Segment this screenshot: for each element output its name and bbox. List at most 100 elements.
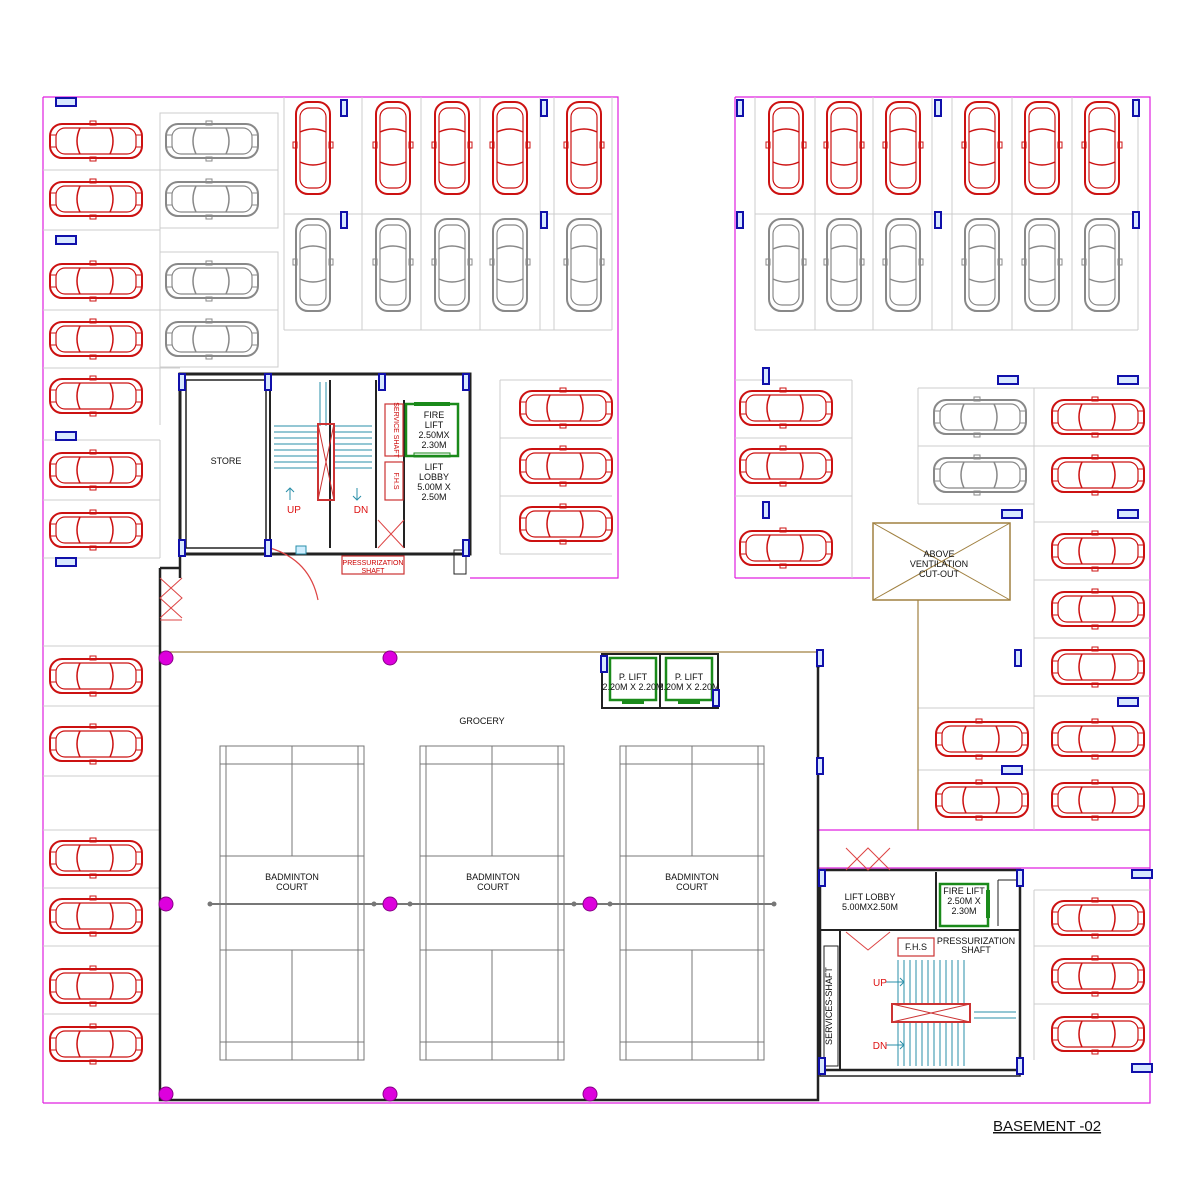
core-right	[818, 847, 1022, 1077]
vent-label-1: ABOVE	[923, 549, 954, 559]
p-lift-b-l2: 2.20M X 2.20M	[658, 682, 719, 692]
parked-car-7	[49, 509, 143, 551]
court-2-l1: BADMINTON	[466, 872, 520, 882]
parked-car-45	[739, 527, 833, 569]
parked-car-55	[935, 779, 1029, 821]
parked-car-29	[519, 445, 613, 487]
stair-well-left	[317, 423, 335, 501]
vent-label-2: VENTILATION	[910, 559, 968, 569]
parked-car-9	[49, 723, 143, 765]
dn-2-label: DN	[873, 1041, 887, 1052]
fhs-2-label: F.H.S	[905, 942, 927, 952]
parked-car-36	[1081, 101, 1123, 195]
parked-car-49	[1051, 454, 1145, 496]
parked-car-50	[1051, 530, 1145, 572]
stair-left	[274, 382, 372, 501]
service-shaft-label: SERVICE SHAFT	[392, 402, 399, 458]
parking-bay-lines	[43, 97, 1150, 1060]
parked-car-40	[961, 218, 1003, 312]
core-left	[158, 372, 472, 652]
parked-car-24	[372, 218, 414, 312]
lift-lobby-1-l1: LIFT	[425, 462, 444, 472]
p-lift-b-l1: P. LIFT	[675, 672, 704, 682]
site-boundary	[42, 96, 1151, 1104]
lift-lobby-1-l4: 2.50M	[421, 492, 446, 502]
parked-car-54	[1051, 718, 1145, 760]
passenger-lifts: P. LIFT 2.20M X 2.20M P. LIFT 2.20M X 2.…	[601, 653, 720, 709]
parked-car-44	[739, 445, 833, 487]
parked-car-3	[49, 260, 143, 302]
fire-lift-1-l2: LIFT	[425, 420, 444, 430]
parked-car-13	[49, 1023, 143, 1065]
parked-car-17	[165, 318, 259, 360]
parked-car-30	[519, 503, 613, 545]
drawing-title: BASEMENT -02	[993, 1118, 1101, 1135]
up-2-label: UP	[873, 978, 887, 989]
parked-car-48	[1051, 396, 1145, 438]
parked-car-16	[165, 260, 259, 302]
parked-car-25	[431, 218, 473, 312]
fire-lift-2-l1: FIRE LIFT	[943, 886, 985, 896]
parked-car-1	[49, 120, 143, 162]
services-shaft-label: SERVICES-SHAFT	[824, 967, 834, 1045]
court-1-l1: BADMINTON	[265, 872, 319, 882]
columns	[158, 650, 598, 1102]
parked-car-35	[1021, 101, 1063, 195]
court-1-l2: COURT	[276, 882, 308, 892]
ventilation-cutout: ABOVE VENTILATION CUT-OUT	[872, 522, 1011, 601]
parked-car-32	[823, 101, 865, 195]
parked-car-20	[431, 101, 473, 195]
parked-car-22	[563, 101, 605, 195]
court-2-l2: COURT	[477, 882, 509, 892]
parked-car-26	[489, 218, 531, 312]
parked-car-27	[563, 218, 605, 312]
parked-car-56	[1051, 779, 1145, 821]
parked-car-58	[1051, 955, 1145, 997]
fire-lift-1-l1: FIRE	[424, 410, 445, 420]
parked-car-59	[1051, 1013, 1145, 1055]
parked-car-21	[489, 101, 531, 195]
parked-car-51	[1051, 588, 1145, 630]
grocery-label: GROCERY	[459, 716, 504, 726]
court-3-l1: BADMINTON	[665, 872, 719, 882]
parked-car-31	[765, 101, 807, 195]
lift-lobby-1-l3: 5.00M X	[417, 482, 451, 492]
parked-car-34	[961, 101, 1003, 195]
parked-car-5	[49, 375, 143, 417]
parked-car-47	[933, 454, 1027, 496]
fhs-1-label: F.H.S	[392, 472, 399, 489]
dn-1-label: DN	[354, 505, 368, 516]
parked-car-43	[739, 387, 833, 429]
stair-well-right	[891, 1003, 971, 1023]
up-1-label: UP	[287, 505, 301, 516]
pressurization-2-l2: SHAFT	[961, 945, 991, 955]
parked-car-19	[372, 101, 414, 195]
fire-lift-1-l4: 2.30M	[421, 440, 446, 450]
parked-car-23	[292, 218, 334, 312]
parked-car-46	[933, 396, 1027, 438]
parked-car-18	[292, 101, 334, 195]
fire-lift-2-l2: 2.50M X	[947, 896, 981, 906]
fire-lift-1-l3: 2.50MX	[418, 430, 449, 440]
pressurization-1-l2: SHAFT	[362, 568, 386, 575]
parked-car-33	[882, 101, 924, 195]
parked-car-14	[165, 120, 259, 162]
parked-car-10	[49, 837, 143, 879]
parked-car-12	[49, 965, 143, 1007]
parked-car-42	[1081, 218, 1123, 312]
parked-car-11	[49, 895, 143, 937]
parked-car-15	[165, 178, 259, 220]
parked-car-4	[49, 318, 143, 360]
parked-car-8	[49, 655, 143, 697]
parked-car-57	[1051, 897, 1145, 939]
pressurization-1-l1: PRESSURIZATION	[343, 560, 404, 567]
parked-car-52	[1051, 646, 1145, 688]
parked-car-6	[49, 449, 143, 491]
p-lift-a-l2: 2.20M X 2.20M	[602, 682, 663, 692]
p-lift-a-l1: P. LIFT	[619, 672, 648, 682]
stair-right	[886, 960, 1016, 1066]
parked-car-41	[1021, 218, 1063, 312]
parked-car-53	[935, 718, 1029, 760]
badminton-courts: BADMINTON COURT BADMINTON COURT BADMINTO…	[207, 745, 777, 1061]
